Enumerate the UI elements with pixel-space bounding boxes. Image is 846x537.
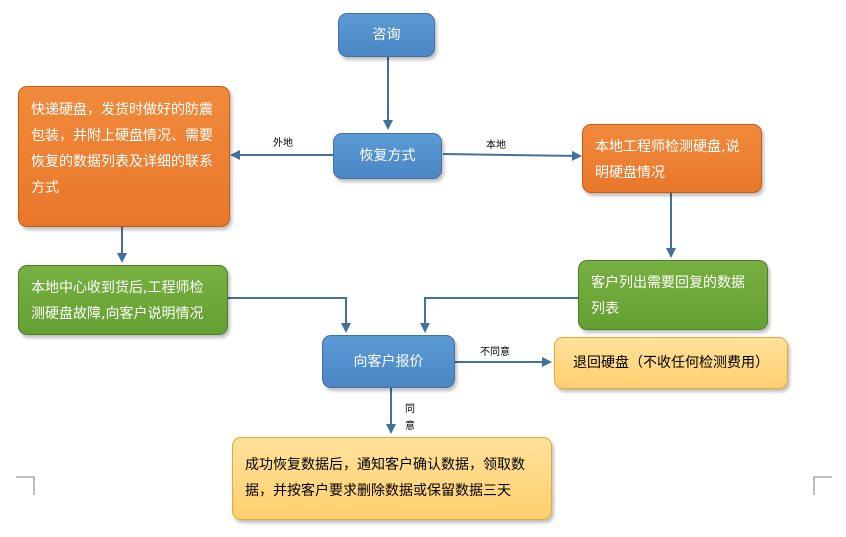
edge-label-remote: 外地	[273, 138, 293, 149]
node-customer-list[interactable]: 客户列出需要回复的数据列表	[578, 260, 768, 330]
edge-label-disagree: 不同意	[480, 347, 510, 358]
node-consult-label: 咨询	[372, 27, 401, 43]
edge-label-agree-2: 意	[405, 421, 415, 432]
node-return-disk-label: 退回硬盘（不收任何检测费用）	[573, 355, 769, 371]
arrow-list-to-quote	[420, 297, 578, 333]
node-center-receive-label: 本地中心收到货后,工程师检测硬盘故障,向客户说明情况	[31, 280, 204, 322]
node-local-engineer[interactable]: 本地工程师检测硬盘,说明硬盘情况	[582, 124, 762, 193]
node-recovery-method-label: 恢复方式	[359, 148, 416, 164]
edge-label-agree-1: 同	[405, 404, 415, 415]
node-center-receive[interactable]: 本地中心收到货后,工程师检测硬盘故障,向客户说明情况	[18, 265, 228, 335]
page-corner-left	[16, 476, 35, 495]
node-quote-label: 向客户报价	[353, 353, 424, 370]
node-customer-list-label: 客户列出需要回复的数据列表	[591, 275, 745, 317]
node-return-disk[interactable]: 退回硬盘（不收任何检测费用）	[554, 337, 788, 389]
page-corner-right	[813, 476, 832, 495]
arrow-method-to-local	[442, 150, 582, 161]
node-express-disk-label: 快递硬盘，发货时做好的防震包装，并附上硬盘情况、需要恢复的数据列表及详细的联系方…	[31, 102, 213, 196]
node-local-engineer-label: 本地工程师检测硬盘,说明硬盘情况	[595, 139, 740, 181]
edge-label-local: 本地	[486, 140, 506, 151]
node-quote[interactable]: 向客户报价	[322, 335, 455, 388]
arrow-center-to-quote	[228, 297, 351, 333]
node-recovery-method[interactable]: 恢复方式	[333, 133, 442, 179]
node-express-disk[interactable]: 快递硬盘，发货时做好的防震包装，并附上硬盘情况、需要恢复的数据列表及详细的联系方…	[18, 86, 230, 227]
node-consult[interactable]: 咨询	[338, 13, 435, 57]
node-success-label: 成功恢复数据后，通知客户确认数据，领取数据，并按客户要求删除数据或保留数据三天	[245, 457, 525, 499]
node-success[interactable]: 成功恢复数据后，通知客户确认数据，领取数据，并按客户要求删除数据或保留数据三天	[232, 437, 552, 520]
